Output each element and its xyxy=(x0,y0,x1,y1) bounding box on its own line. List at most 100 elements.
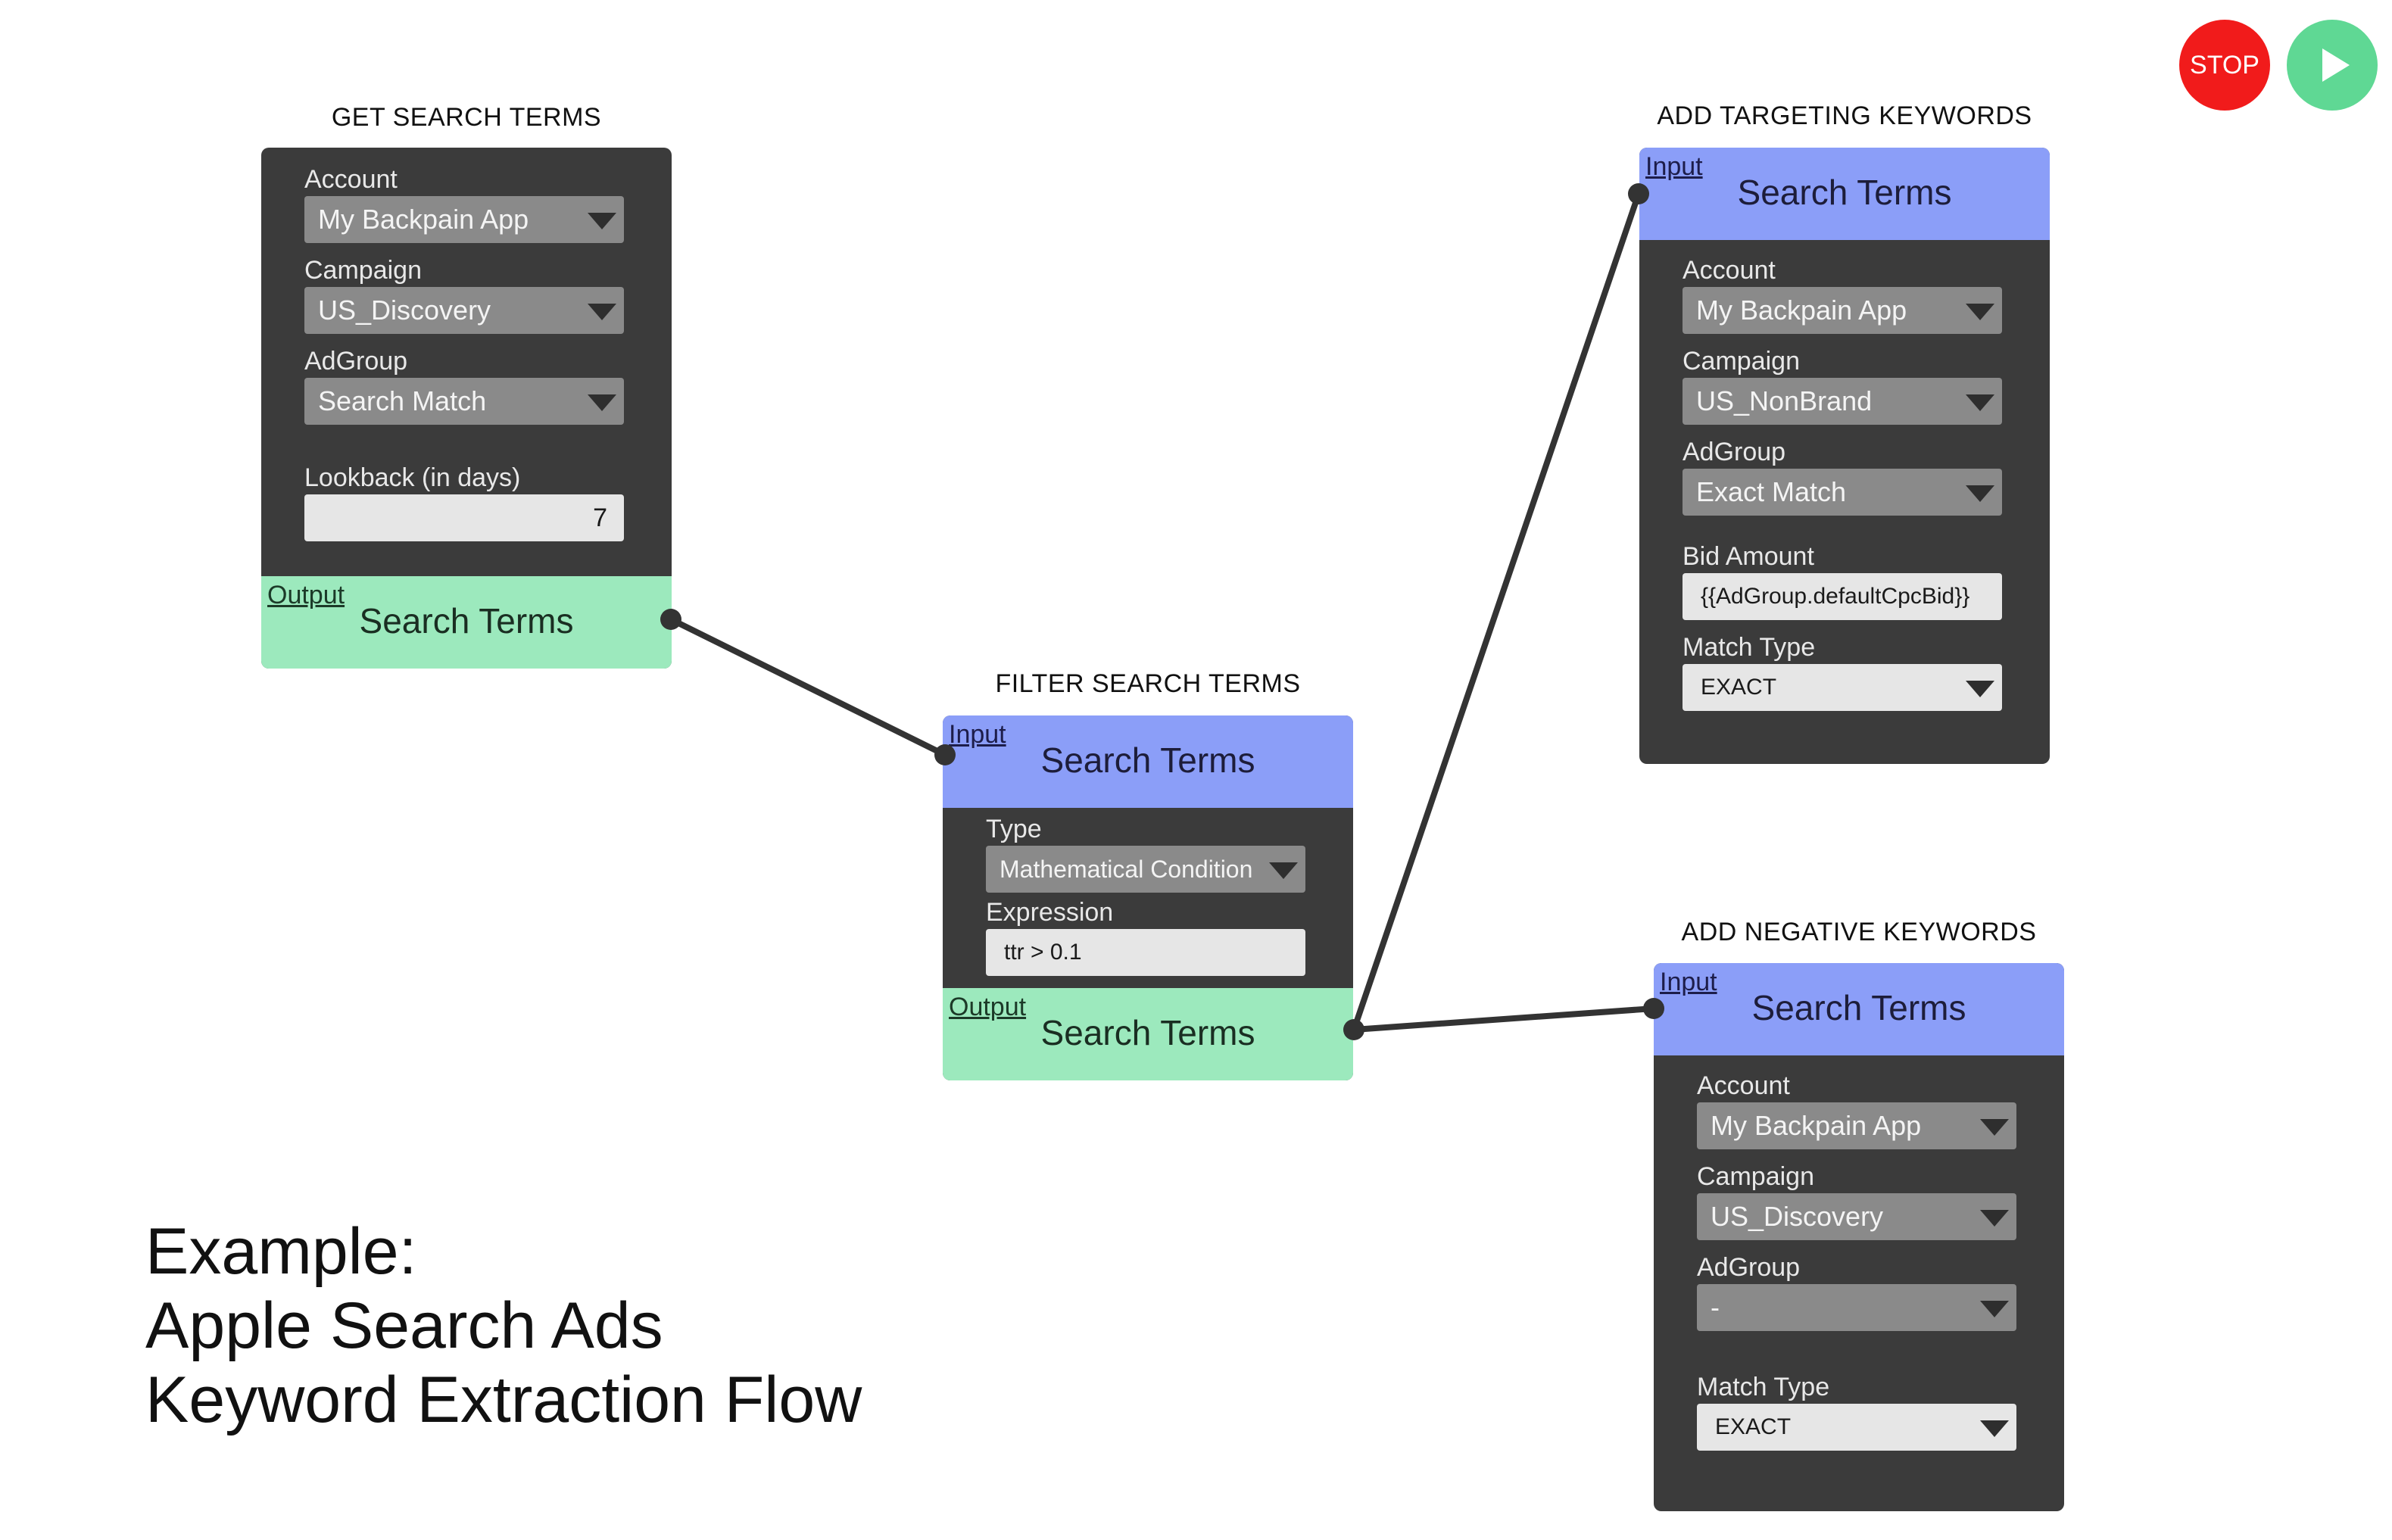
campaign-label: Campaign xyxy=(1697,1162,1814,1191)
account-select[interactable]: My Backpain App xyxy=(304,196,624,243)
account-value: My Backpain App xyxy=(1711,1110,1922,1141)
input-port-tag: Input xyxy=(1660,968,1717,996)
match-type-label: Match Type xyxy=(1697,1373,1830,1401)
campaign-select[interactable]: US_Discovery xyxy=(1697,1193,2016,1240)
campaign-field: Campaign US_Discovery xyxy=(304,257,624,334)
chevron-down-icon xyxy=(1980,1301,2009,1317)
node-filter-search-terms[interactable]: Input Search Terms Type Mathematical Con… xyxy=(943,715,1353,1080)
expression-input[interactable]: ttr > 0.1 xyxy=(986,929,1305,976)
account-value: My Backpain App xyxy=(318,204,529,235)
output-port-name: Search Terms xyxy=(359,601,574,641)
adgroup-label: AdGroup xyxy=(304,347,408,376)
campaign-label: Campaign xyxy=(304,256,422,285)
node-title-filter-search-terms: FILTER SEARCH TERMS xyxy=(995,669,1301,698)
node-title-add-targeting-keywords: ADD TARGETING KEYWORDS xyxy=(1657,101,2032,130)
output-connector-handle[interactable] xyxy=(1343,1019,1364,1040)
node-get-search-terms[interactable]: Account My Backpain App Campaign US_Disc… xyxy=(261,148,672,669)
campaign-select[interactable]: US_Discovery xyxy=(304,287,624,334)
input-port-name: Search Terms xyxy=(1040,740,1255,780)
adgroup-label: AdGroup xyxy=(1697,1253,1801,1282)
campaign-value: US_Discovery xyxy=(318,295,491,326)
output-port[interactable]: Output Search Terms xyxy=(261,576,672,669)
wire-filter-to-targeting xyxy=(1351,191,1642,1033)
campaign-value: US_NonBrand xyxy=(1696,385,1873,416)
output-port-tag: Output xyxy=(267,581,345,609)
type-label: Type xyxy=(986,815,1042,843)
campaign-label: Campaign xyxy=(1683,347,1800,376)
caption-line-1: Example: xyxy=(145,1215,417,1288)
stop-button[interactable]: STOP xyxy=(2179,20,2270,111)
account-value: My Backpain App xyxy=(1696,295,1907,326)
output-port-name: Search Terms xyxy=(1040,1013,1255,1052)
adgroup-field: AdGroup Search Match xyxy=(304,348,624,425)
bid-amount-field: Bid Amount {{AdGroup.defaultCpcBid}} xyxy=(1683,543,2002,620)
chevron-down-icon xyxy=(1980,1420,2009,1437)
account-label: Account xyxy=(1697,1071,1790,1100)
adgroup-select[interactable]: Search Match xyxy=(304,378,624,425)
input-port[interactable]: Input Search Terms xyxy=(1654,963,2064,1055)
chevron-down-icon xyxy=(588,394,616,411)
match-type-value: EXACT xyxy=(1715,1414,1792,1439)
match-type-label: Match Type xyxy=(1683,633,1816,662)
output-port-tag: Output xyxy=(949,993,1027,1021)
input-port[interactable]: Input Search Terms xyxy=(943,715,1353,808)
lookback-label: Lookback (in days) xyxy=(304,463,521,492)
node-add-targeting-keywords[interactable]: Input Search Terms Account My Backpain A… xyxy=(1639,148,2050,764)
lookback-field: Lookback (in days) 7 xyxy=(304,464,624,541)
type-select[interactable]: Mathematical Condition xyxy=(986,846,1305,893)
play-icon xyxy=(2322,48,2350,82)
lookback-input[interactable]: 7 xyxy=(304,494,624,541)
account-select[interactable]: My Backpain App xyxy=(1697,1102,2016,1149)
input-port-tag: Input xyxy=(949,720,1006,749)
stop-label: STOP xyxy=(2190,50,2259,79)
chevron-down-icon xyxy=(1269,862,1298,879)
chevron-down-icon xyxy=(1966,394,1994,411)
chevron-down-icon xyxy=(1980,1210,2009,1227)
campaign-value: US_Discovery xyxy=(1711,1201,1884,1232)
account-label: Account xyxy=(304,165,398,194)
input-port-name: Search Terms xyxy=(1737,173,1952,212)
adgroup-select[interactable]: Exact Match xyxy=(1683,469,2002,516)
type-value: Mathematical Condition xyxy=(1000,856,1253,883)
wire-get-to-filter xyxy=(668,616,948,758)
bid-amount-label: Bid Amount xyxy=(1683,542,1814,571)
node-title-add-negative-keywords: ADD NEGATIVE KEYWORDS xyxy=(1681,918,2037,946)
wire-filter-to-negative xyxy=(1351,1005,1657,1033)
node-title-get-search-terms: GET SEARCH TERMS xyxy=(331,103,602,132)
account-label: Account xyxy=(1683,256,1776,285)
adgroup-value: Search Match xyxy=(318,385,487,416)
input-connector-handle[interactable] xyxy=(1628,183,1649,204)
campaign-field: Campaign US_Discovery xyxy=(1697,1163,2016,1240)
expression-field: Expression ttr > 0.1 xyxy=(986,899,1305,976)
output-connector-handle[interactable] xyxy=(660,609,681,630)
adgroup-value: - xyxy=(1711,1292,1720,1323)
caption-line-2: Apple Search Ads xyxy=(145,1289,663,1362)
input-port-tag: Input xyxy=(1645,152,1703,181)
input-connector-handle[interactable] xyxy=(1643,998,1664,1019)
adgroup-field: AdGroup - xyxy=(1697,1254,2016,1331)
campaign-field: Campaign US_NonBrand xyxy=(1683,348,2002,425)
bid-amount-input[interactable]: {{AdGroup.defaultCpcBid}} xyxy=(1683,573,2002,620)
chevron-down-icon xyxy=(1966,681,1994,697)
account-select[interactable]: My Backpain App xyxy=(1683,287,2002,334)
match-type-select[interactable]: EXACT xyxy=(1683,664,2002,711)
caption-line-3: Keyword Extraction Flow xyxy=(145,1364,862,1436)
node-add-negative-keywords[interactable]: Input Search Terms Account My Backpain A… xyxy=(1654,963,2064,1511)
adgroup-label: AdGroup xyxy=(1683,438,1786,466)
match-type-select[interactable]: EXACT xyxy=(1697,1404,2016,1451)
chevron-down-icon xyxy=(588,213,616,229)
input-connector-handle[interactable] xyxy=(934,744,956,765)
adgroup-select[interactable]: - xyxy=(1697,1284,2016,1331)
campaign-select[interactable]: US_NonBrand xyxy=(1683,378,2002,425)
adgroup-value: Exact Match xyxy=(1696,476,1847,507)
account-field: Account My Backpain App xyxy=(304,166,624,243)
chevron-down-icon xyxy=(1966,485,1994,502)
play-button[interactable] xyxy=(2287,20,2378,111)
expression-label: Expression xyxy=(986,898,1114,927)
match-type-value: EXACT xyxy=(1701,675,1777,700)
chevron-down-icon xyxy=(588,304,616,320)
input-port[interactable]: Input Search Terms xyxy=(1639,148,2050,240)
output-port[interactable]: Output Search Terms xyxy=(943,988,1353,1080)
match-type-field: Match Type EXACT xyxy=(1683,634,2002,711)
match-type-field: Match Type EXACT xyxy=(1697,1373,2016,1451)
